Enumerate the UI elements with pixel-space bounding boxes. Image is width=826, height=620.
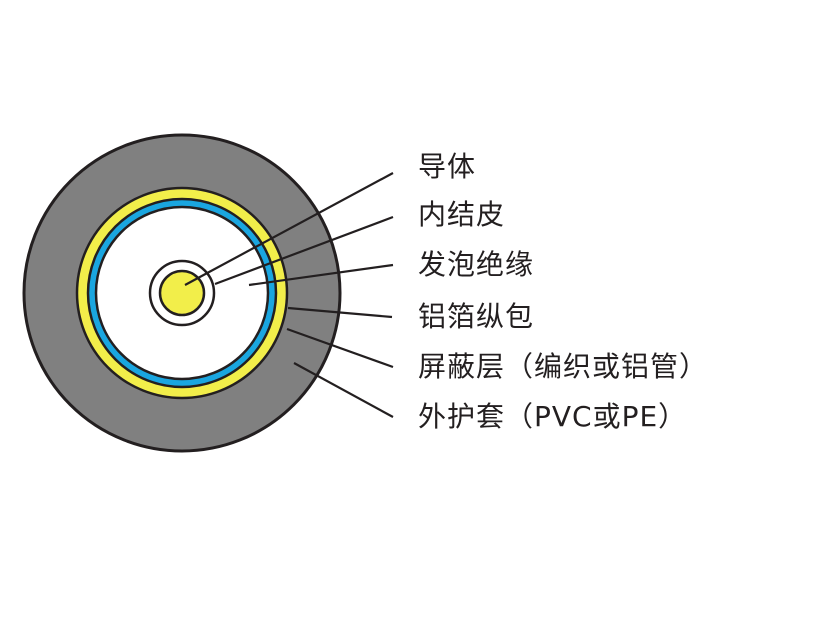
conductor	[158, 269, 206, 317]
leader-line-shield	[286, 327, 394, 369]
label-aluminum-foil: 铝箔纵包	[418, 300, 535, 333]
label-foam-insulation: 发泡绝缘	[418, 248, 535, 281]
leader-line-foam	[248, 263, 394, 287]
label-conductor: 导体	[418, 150, 477, 183]
label-outer-jacket: 外护套（PVC或PE）	[418, 400, 688, 433]
leader-line-conductor	[184, 172, 394, 286]
leader-line-inner-skin	[214, 215, 394, 286]
leader-line-foil	[287, 306, 393, 319]
label-inner-skin: 内结皮	[418, 198, 506, 231]
label-shield: 屏蔽层（编织或铝管）	[418, 350, 709, 383]
leader-line-jacket	[293, 362, 394, 418]
